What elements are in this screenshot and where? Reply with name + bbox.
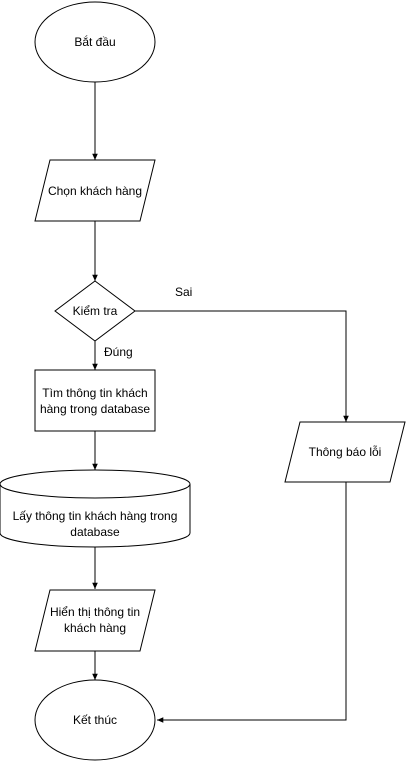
start-node-label: Bắt đầu (74, 34, 115, 49)
end-node-label: Kết thúc (73, 713, 117, 727)
edge-label-no: Sai (175, 285, 192, 299)
start-node: Bắt đầu (34, 1, 156, 83)
error-message-label: Thông báo lỗi (309, 444, 382, 459)
select-customer-node: Chọn khách hàng (34, 159, 156, 222)
error-message-node: Thông báo lỗi (284, 421, 406, 483)
edge-label-yes: Đúng (104, 345, 133, 359)
get-info-label-line-1: Lấy thông tin khách hàng trong (13, 509, 178, 523)
get-info-database-node: Lấy thông tin khách hàng trong database (0, 469, 191, 548)
show-info-label-line-2: khách hàng (64, 621, 126, 635)
show-info-node: Hiển thị thông tin khách hàng (34, 589, 156, 652)
find-info-label-line-2: hàng trong database (40, 402, 150, 416)
check-decision-node: Kiểm tra (54, 280, 136, 342)
find-info-node: Tìm thông tin khách hàng trong database (34, 369, 156, 432)
get-info-label-line-2: database (70, 525, 120, 539)
select-customer-label: Chọn khách hàng (48, 184, 142, 198)
show-info-label-line-1: Hiển thị thông tin (50, 605, 140, 619)
end-node: Kết thúc (34, 679, 156, 761)
check-decision-label: Kiểm tra (73, 304, 118, 318)
edge-error-to-end (157, 482, 347, 723)
edge-check-to-error (135, 310, 349, 422)
find-info-label-line-1: Tìm thông tin khách (42, 386, 147, 400)
